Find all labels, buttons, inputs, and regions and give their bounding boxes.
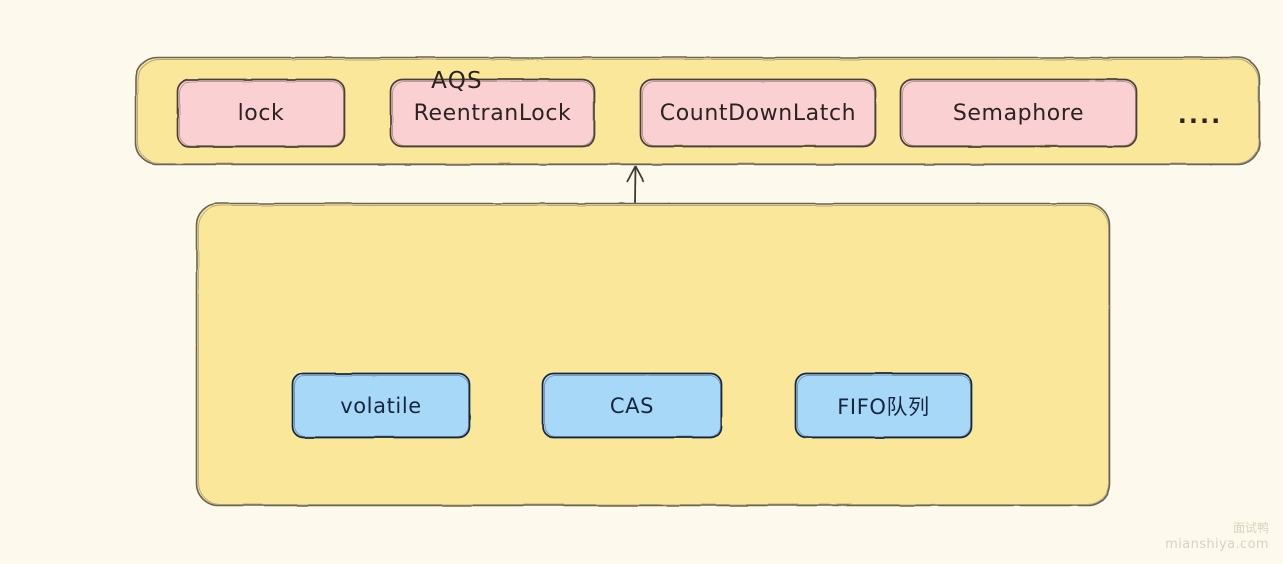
node-lock[interactable]: lock (177, 79, 345, 147)
node-semaphore[interactable]: Semaphore (900, 79, 1137, 147)
node-fifo-queue-label: FIFO队列 (837, 394, 930, 419)
node-volatile-label: volatile (340, 393, 422, 418)
watermark-url: mianshiya.com (1165, 537, 1269, 553)
node-lock-label: lock (237, 100, 285, 126)
watermark: 面试鸭 mianshiya.com (1165, 520, 1269, 554)
node-cas-label: CAS (609, 393, 655, 418)
node-cas[interactable]: CAS (542, 373, 722, 438)
node-fifo-queue[interactable]: FIFO队列 (795, 373, 972, 438)
node-reentranlock[interactable]: ReentranLock (390, 79, 595, 147)
watermark-brand: 面试鸭 (1232, 521, 1269, 536)
node-countdownlatch-label: CountDownLatch (659, 100, 857, 126)
aqs-group-title: AQS (431, 68, 483, 94)
node-reentranlock-label: ReentranLock (413, 100, 572, 126)
node-volatile[interactable]: volatile (292, 373, 470, 438)
node-countdownlatch[interactable]: CountDownLatch (640, 79, 876, 147)
node-semaphore-label: Semaphore (952, 100, 1085, 126)
ellipsis-label: .... (1177, 101, 1223, 129)
